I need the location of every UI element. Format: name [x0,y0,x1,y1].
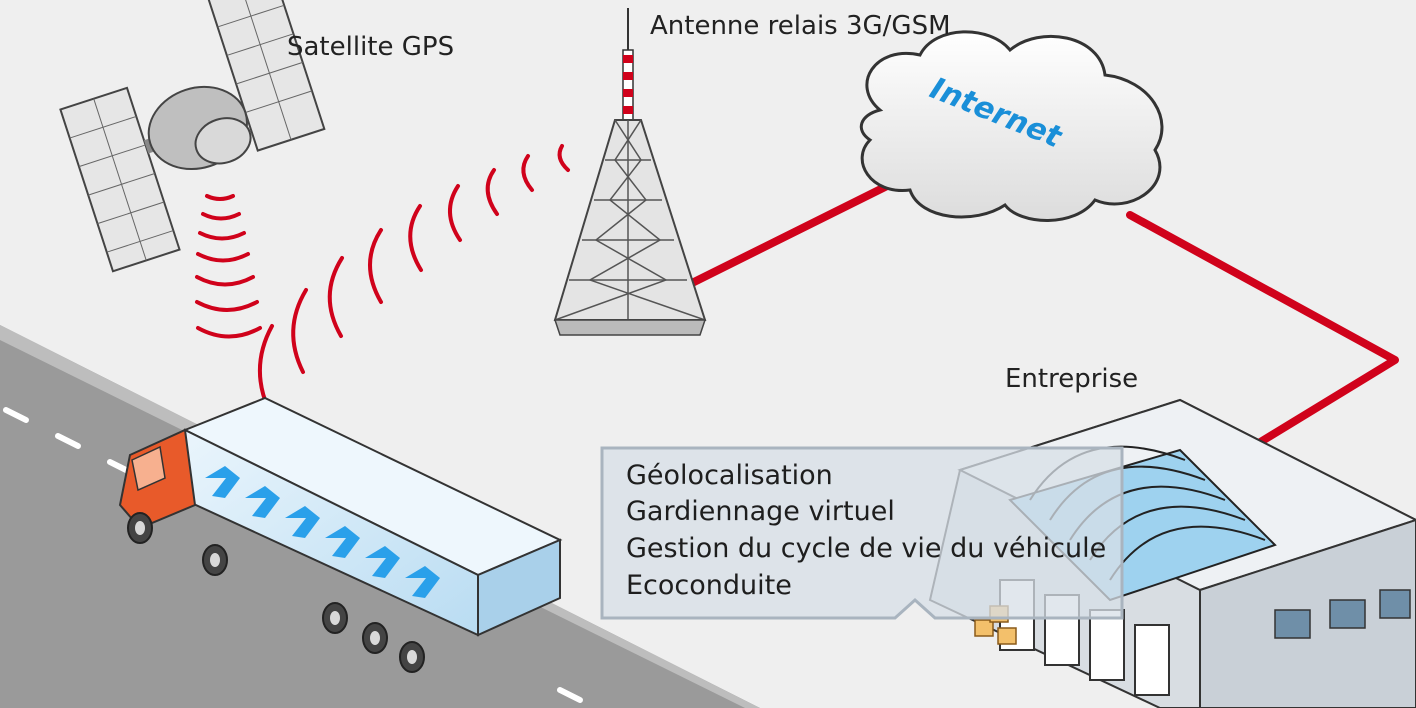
network-links [684,178,1399,489]
antenna-signal [258,144,570,410]
antenna-tower-icon [553,8,707,336]
satellite-label: Satellite GPS [287,32,454,62]
service-item: Gardiennage virtuel [626,496,895,527]
service-item: Ecoconduite [626,570,792,601]
satellite-icon [59,0,326,273]
internet-cloud-icon [859,30,1164,222]
chevron-arrows [205,466,440,598]
satellite-signal [195,194,262,339]
service-item: Gestion du cycle de vie du véhicule [626,533,1106,564]
truck-icon [118,396,563,673]
service-item: Géolocalisation [626,460,833,491]
company-label: Entreprise [1005,364,1138,394]
link-antenna-internet [684,178,899,289]
antenna-label: Antenne relais 3G/GSM [650,11,951,41]
services-box [600,446,1124,620]
services-list: Géolocalisation Gardiennage virtuel Gest… [626,460,1106,601]
